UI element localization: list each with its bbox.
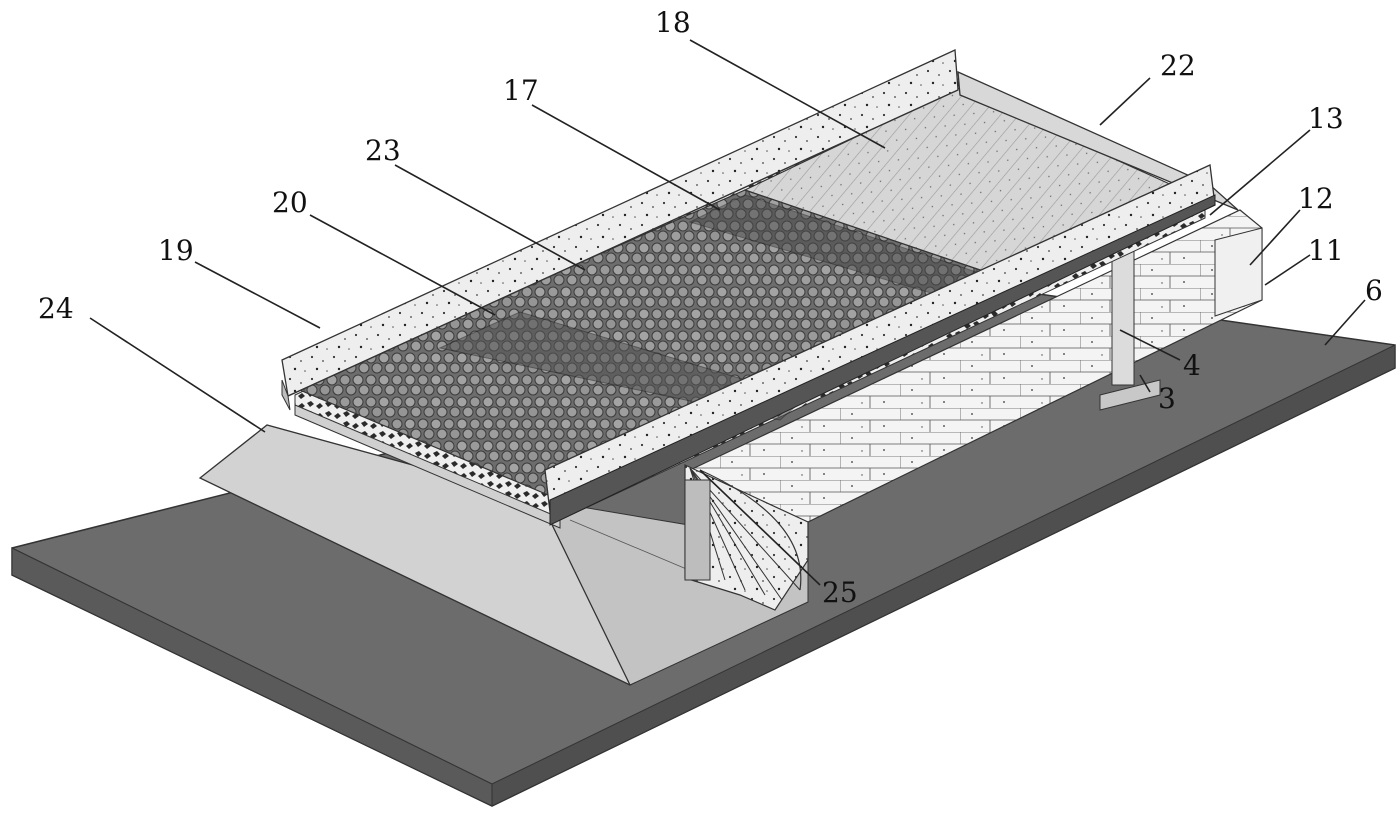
callout-17: 17 bbox=[503, 74, 539, 107]
end-wall-cone bbox=[684, 464, 809, 611]
callout-24: 24 bbox=[38, 292, 74, 325]
front-curb bbox=[544, 164, 1216, 526]
callout-20: 20 bbox=[272, 186, 308, 219]
callout-6: 6 bbox=[1365, 274, 1383, 307]
callout-18: 18 bbox=[655, 6, 691, 39]
callout-3: 3 bbox=[1158, 382, 1176, 415]
callouts: 18 22 17 13 23 12 20 11 19 6 24 4 3 25 bbox=[38, 6, 1383, 609]
callout-23: 23 bbox=[365, 134, 401, 167]
callout-19: 19 bbox=[158, 234, 194, 267]
callout-13: 13 bbox=[1308, 102, 1344, 135]
callout-22: 22 bbox=[1160, 49, 1196, 82]
callout-4: 4 bbox=[1183, 349, 1201, 382]
left-parapet bbox=[281, 49, 959, 411]
callout-25: 25 bbox=[822, 576, 858, 609]
callout-12: 12 bbox=[1298, 182, 1334, 215]
callout-11: 11 bbox=[1308, 234, 1344, 267]
leader-lines bbox=[89, 39, 1366, 586]
far-parapet bbox=[957, 70, 1239, 211]
